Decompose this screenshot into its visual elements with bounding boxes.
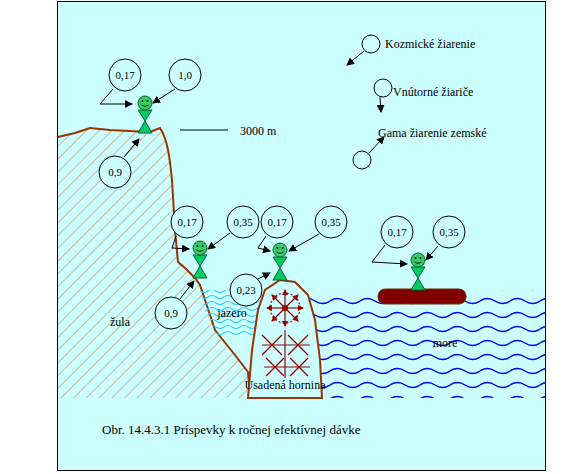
legend-arrow xyxy=(380,97,381,112)
callout-circle: 0,17 xyxy=(108,58,142,92)
leader-line xyxy=(426,246,438,260)
person-figure xyxy=(138,96,152,133)
person-figure xyxy=(273,243,287,280)
callout-number: 0,35 xyxy=(321,217,340,228)
scene-label: žula xyxy=(110,315,130,329)
leader-lines xyxy=(100,89,438,299)
legend-text: Vnútorné žiariče xyxy=(393,85,473,99)
callout-circle: 0,17 xyxy=(260,205,294,239)
legend-symbols xyxy=(347,35,392,169)
legend-circle xyxy=(374,79,392,97)
granite-outline xyxy=(58,128,250,398)
leader-line xyxy=(124,139,139,157)
callout-number: 0,35 xyxy=(233,217,252,228)
callout-circle: 0,9 xyxy=(98,155,132,189)
circle-shape xyxy=(230,274,262,306)
person-figure xyxy=(193,241,207,278)
burst-core xyxy=(282,305,288,311)
circle-shape xyxy=(109,59,141,91)
scene-label: Usadená hornina xyxy=(245,378,326,392)
granite-hatch xyxy=(58,128,250,398)
callout-circle: 0,35 xyxy=(226,205,260,239)
callout-number: 0,35 xyxy=(439,227,458,238)
circle-shape xyxy=(171,206,203,238)
callout-number: 0,17 xyxy=(177,217,196,228)
legend-circle xyxy=(362,35,380,53)
sediment-line xyxy=(264,366,310,367)
figure-caption: Obr. 14.4.3.1 Príspevky k ročnej efektív… xyxy=(102,422,361,438)
callout-circle: 0,35 xyxy=(314,205,348,239)
callout-number: 0,23 xyxy=(236,285,255,296)
altitude-line xyxy=(180,130,228,131)
legend-text: Gama žiarenie zemské xyxy=(378,126,487,140)
scene-label: jazero xyxy=(217,306,246,320)
scene-label: more xyxy=(433,336,458,350)
sediment-line xyxy=(262,344,310,345)
callout-number: 1,0 xyxy=(178,70,192,81)
sediment-line xyxy=(284,330,285,378)
callout-circle: 0,17 xyxy=(380,215,414,249)
callout-circle: 0,17 xyxy=(170,205,204,239)
boat xyxy=(378,289,466,304)
leader-line xyxy=(289,234,319,251)
callout-number: 0,17 xyxy=(267,217,286,228)
circle-shape xyxy=(155,297,187,329)
circle-shape xyxy=(99,156,131,188)
circle-shape xyxy=(169,59,201,91)
callout-circle: 0,23 xyxy=(229,273,263,307)
circle-shape xyxy=(227,206,259,238)
leader-line xyxy=(153,89,175,103)
circle-shape xyxy=(381,216,413,248)
leader-line xyxy=(258,236,270,251)
outer-frame xyxy=(58,2,546,471)
callout-circle: 1,0 xyxy=(168,58,202,92)
circle-shape xyxy=(433,216,465,248)
radiation-burst xyxy=(262,290,310,378)
legend-circle xyxy=(353,151,371,169)
leader-line xyxy=(180,281,194,299)
callout-circle: 0,9 xyxy=(154,296,188,330)
callout-number: 0,17 xyxy=(387,227,406,238)
legend-text: Kozmické žiarenie xyxy=(385,37,475,51)
callout-number: 0,9 xyxy=(164,308,178,319)
circle-shape xyxy=(315,206,347,238)
scene-label: 3000 m xyxy=(240,124,276,138)
leader-line xyxy=(258,273,270,279)
leader-line xyxy=(372,245,407,264)
callout-number: 0,9 xyxy=(108,167,122,178)
leader-line xyxy=(208,233,230,249)
sea-water xyxy=(300,290,545,398)
callout-number: 0,17 xyxy=(115,70,134,81)
person-figure xyxy=(411,253,425,290)
circle-shape xyxy=(261,206,293,238)
callout-circle: 0,35 xyxy=(432,215,466,249)
legend-arrow xyxy=(347,51,364,65)
